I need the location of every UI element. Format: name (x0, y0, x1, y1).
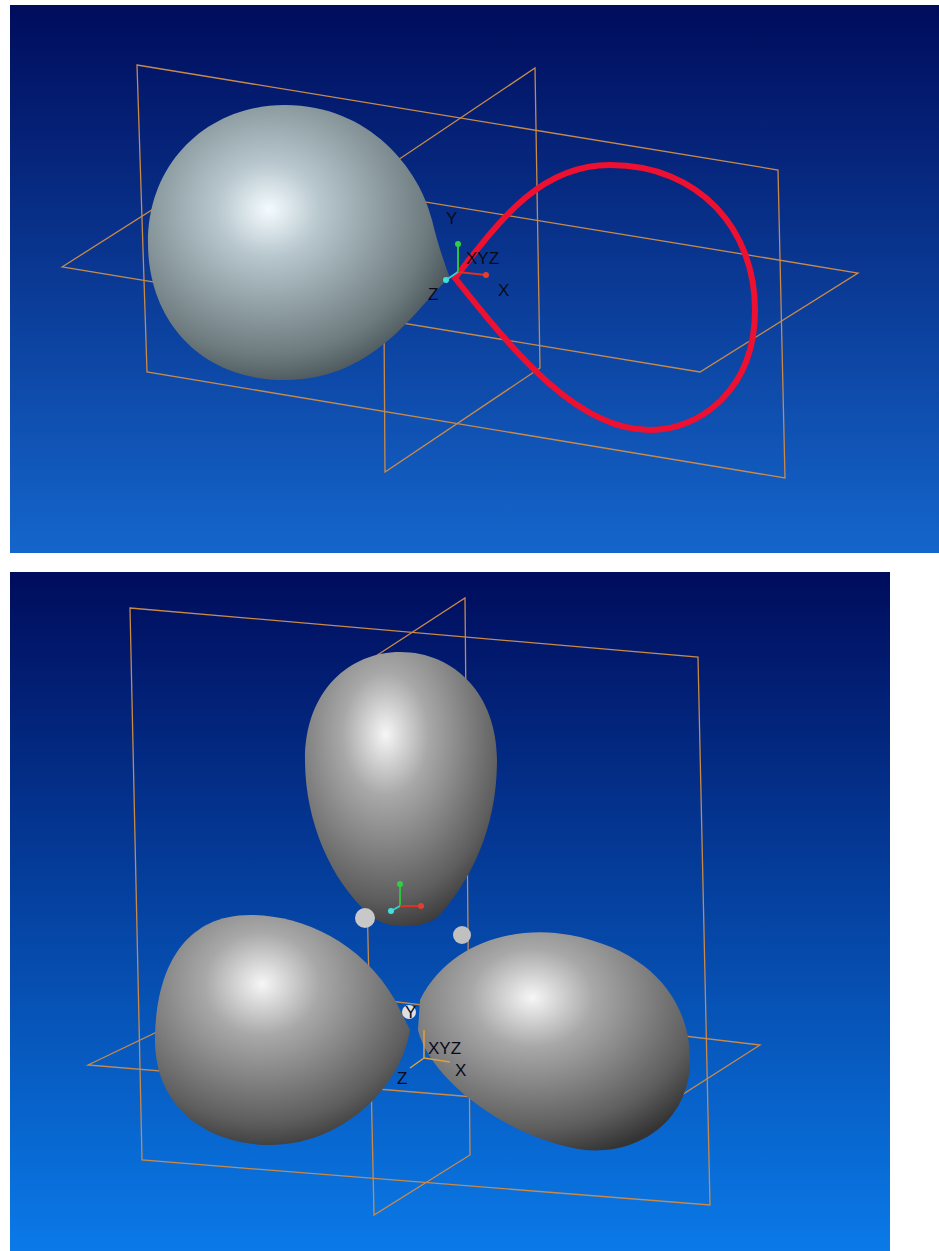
datum-planes (88, 598, 760, 1215)
three-lobe-solid (155, 652, 690, 1150)
datum-planes (62, 65, 858, 478)
axis-label: Z (428, 286, 438, 303)
axis-label: Y (446, 210, 457, 227)
axis-label: X (498, 282, 509, 299)
revolved-solid (148, 105, 450, 380)
sketch-curve (455, 165, 755, 430)
axis-label: XYZ (466, 250, 499, 267)
axis-label: Z (397, 1070, 407, 1087)
axis-label: Y (405, 1004, 416, 1021)
axis-label: X (455, 1062, 466, 1079)
viewport-background (10, 572, 890, 1251)
viewport-background (10, 5, 939, 553)
axis-label: XYZ (428, 1040, 461, 1057)
